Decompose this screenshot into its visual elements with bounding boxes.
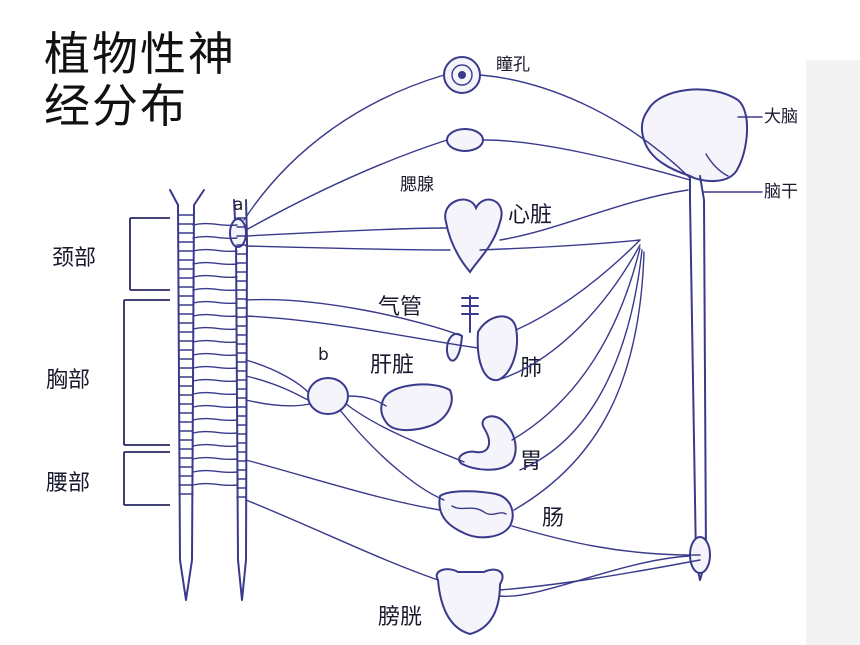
title-line-2: 经分布	[44, 79, 188, 133]
ramus	[192, 443, 238, 448]
bracket-chest	[123, 299, 170, 446]
label-waist: 腰部	[46, 471, 90, 496]
label-intestine: 肠	[542, 506, 564, 531]
sympathetic-chain	[229, 199, 248, 601]
bracket-neck	[129, 217, 170, 291]
label-pupil: 瞳孔	[496, 55, 530, 75]
rami-communicantes	[192, 222, 238, 487]
label-stomach: 胃	[520, 449, 542, 474]
label-chest: 胸部	[46, 368, 90, 393]
label-ganglion-a: a	[233, 195, 243, 215]
superior-ganglion	[229, 218, 247, 248]
page-title: 植物性神 经分布	[44, 28, 236, 132]
ramus	[192, 248, 238, 253]
ramus	[192, 352, 238, 357]
intestine-organ	[438, 490, 514, 539]
ramus	[192, 300, 238, 305]
ramus	[192, 482, 238, 487]
ramus	[192, 339, 238, 344]
bladder-organ	[435, 568, 504, 636]
ramus	[192, 417, 238, 422]
stomach-organ	[458, 415, 517, 471]
ramus	[192, 313, 238, 318]
spinal-cord	[169, 189, 205, 601]
section-brackets	[123, 217, 170, 506]
liver-organ	[380, 383, 453, 432]
ramus	[192, 456, 238, 461]
trachea-lung-organ	[446, 295, 518, 382]
label-bladder: 膀胱	[378, 605, 422, 630]
ramus	[192, 274, 238, 279]
ramus	[192, 404, 238, 409]
label-brainstem: 脑干	[764, 182, 798, 202]
ramus	[192, 469, 238, 474]
heart-organ	[444, 198, 503, 274]
celiac-ganglion	[307, 377, 349, 415]
label-heart: 心脏	[508, 203, 552, 228]
label-trachea: 气管	[378, 295, 422, 320]
scan-edge	[806, 60, 860, 645]
ramus	[192, 391, 238, 396]
cerebrum-shape	[640, 88, 749, 182]
label-cerebrum: 大脑	[764, 107, 798, 127]
ramus	[192, 378, 238, 383]
ramus	[192, 235, 238, 240]
ramus	[192, 222, 238, 227]
ramus	[192, 430, 238, 435]
brain	[640, 88, 763, 581]
title-line-1: 植物性神	[44, 27, 236, 81]
bracket-waist	[123, 451, 170, 506]
ramus	[192, 365, 238, 370]
ramus	[192, 326, 238, 331]
ramus	[192, 261, 238, 266]
label-neck: 颈部	[52, 246, 96, 271]
pupil-organ	[443, 56, 481, 94]
label-gland: 腮腺	[400, 175, 434, 195]
label-liver: 肝脏	[370, 353, 414, 378]
gland-organ	[446, 128, 484, 152]
nerve-fibers	[243, 74, 701, 597]
label-ganglion-b: b	[318, 345, 329, 365]
ramus	[192, 287, 238, 292]
